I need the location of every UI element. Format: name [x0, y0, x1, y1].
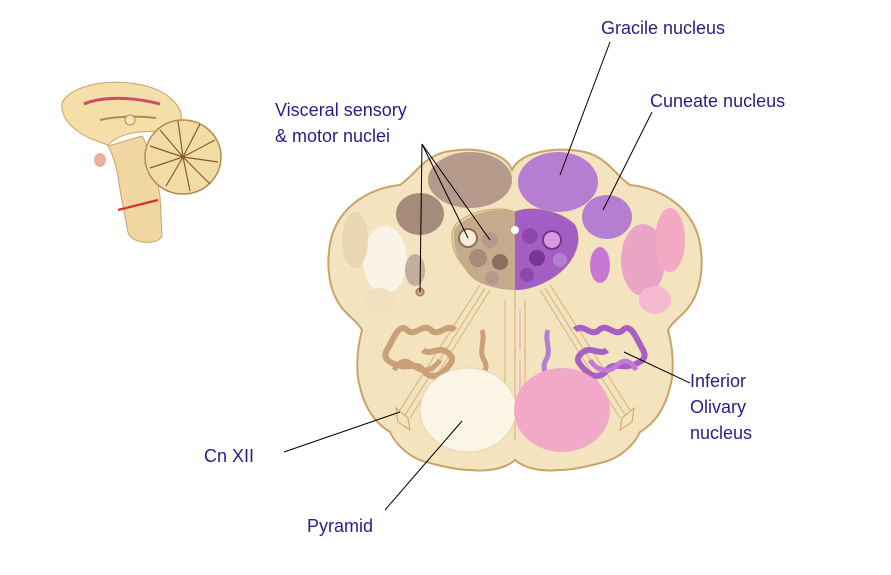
inferior-label-line-1: Inferior	[690, 371, 747, 391]
cuneate-nucleus-label: Cuneate nucleus	[650, 91, 786, 111]
gracile-nucleus	[518, 152, 598, 212]
inferior-olivary-label: Inferior Olivary nucleus	[690, 368, 752, 446]
cuneate-nucleus-left	[396, 193, 444, 235]
cn-xii-label: Cn XII	[204, 446, 255, 466]
gracile-nucleus-label: Gracile nucleus	[601, 18, 726, 38]
visceral-label-line-1: Visceral sensory	[275, 100, 407, 120]
visceral-label-line-2: & motor nuclei	[275, 126, 391, 146]
brain-inset	[61, 81, 222, 243]
pyramid-label: Pyramid	[307, 516, 374, 536]
medulla-cross-section	[327, 148, 703, 472]
visceral-nuclei-label: Visceral sensory & motor nuclei	[275, 97, 407, 149]
inferior-label-line-3: nucleus	[690, 423, 753, 443]
cuneate-nucleus	[582, 195, 632, 239]
inferior-label-line-2: Olivary	[690, 397, 747, 417]
leader-lines	[283, 41, 691, 511]
pyramid-left	[419, 367, 517, 453]
gracile-nucleus-left	[428, 152, 512, 208]
pyramid-right	[514, 368, 610, 452]
